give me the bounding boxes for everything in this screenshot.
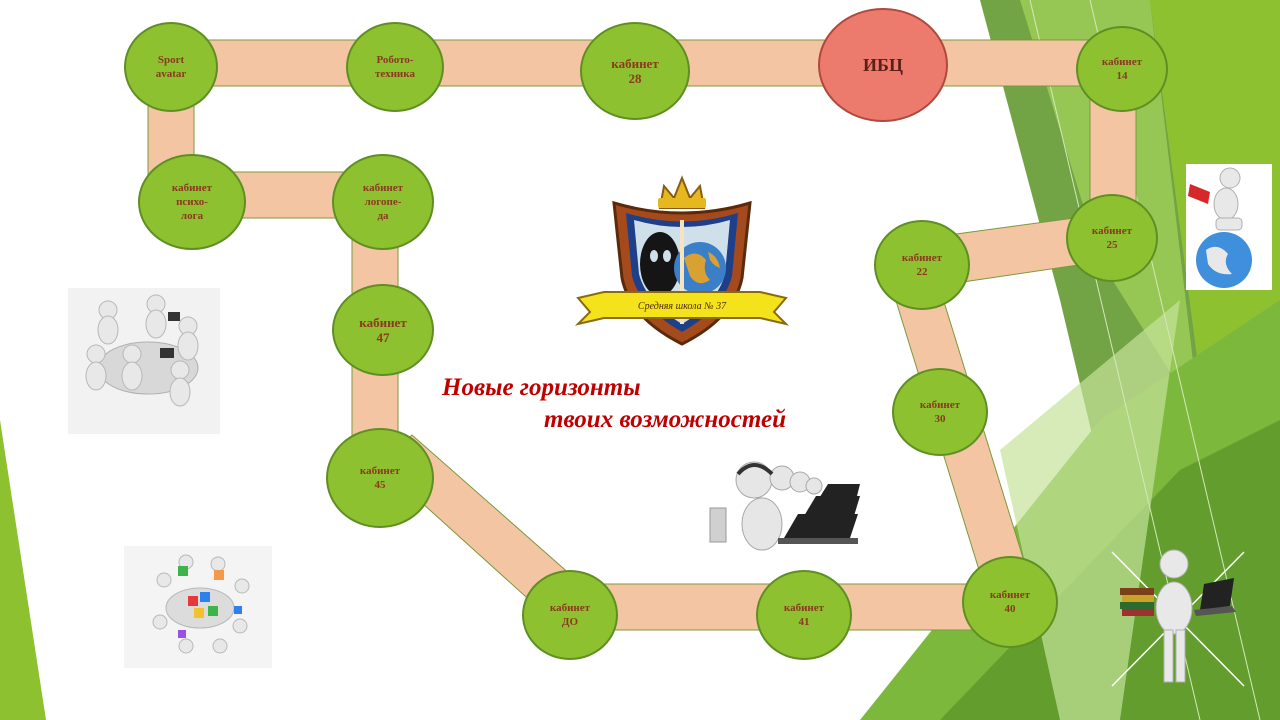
node-room-40[interactable]: кабинет 40 [962, 556, 1058, 648]
node-room-28[interactable]: кабинет 28 [580, 22, 690, 120]
node-psychologist[interactable]: кабинет психо- лога [138, 154, 246, 250]
books-icon [1120, 588, 1154, 616]
node-speech-therapist[interactable]: кабинет логопе- да [332, 154, 434, 250]
node-label: кабинет 40 [990, 588, 1030, 616]
node-robotics[interactable]: Робото- техника [346, 22, 444, 112]
call-center-illustration [704, 452, 862, 568]
node-label: кабинет ДО [550, 601, 590, 629]
node-label: кабинет 25 [1092, 224, 1132, 252]
theatre-mask-icon [640, 232, 680, 296]
meeting-table-illustration [68, 288, 220, 434]
node-label: кабинет психо- лога [172, 181, 212, 223]
slogan-line-1: Новые горизонты [442, 374, 641, 402]
puzzle-team-illustration [124, 546, 272, 668]
node-label: кабинет 45 [360, 464, 400, 492]
node-room-45[interactable]: кабинет 45 [326, 428, 434, 528]
node-sport-avatar[interactable]: Sport avatar [124, 22, 218, 112]
slogan-line-2: твоих возможностей [544, 406, 786, 434]
node-label: кабинет 22 [902, 251, 942, 279]
node-label: кабинет 30 [920, 398, 960, 426]
node-label: кабинет 14 [1102, 55, 1142, 83]
emblem-ribbon-text: Средняя школа № 37 [638, 301, 727, 312]
node-label: кабинет логопе- да [363, 181, 403, 223]
node-room-30[interactable]: кабинет 30 [892, 368, 988, 456]
node-label: кабинет 47 [359, 315, 406, 345]
node-label: Робото- техника [375, 53, 415, 81]
node-ibc[interactable]: ИБЦ [818, 8, 948, 122]
node-room-14[interactable]: кабинет 14 [1076, 26, 1168, 112]
node-room-22[interactable]: кабинет 22 [874, 220, 970, 310]
node-label: кабинет 28 [611, 56, 658, 86]
reader-globe-illustration [1186, 164, 1272, 290]
node-label: кабинет 41 [784, 601, 824, 629]
node-label: Sport avatar [156, 53, 187, 81]
school-emblem: Средняя школа № 37 [574, 168, 790, 358]
node-room-do[interactable]: кабинет ДО [522, 570, 618, 660]
node-label: ИБЦ [863, 58, 903, 72]
presenter-laptop-illustration [1108, 548, 1248, 690]
node-room-41[interactable]: кабинет 41 [756, 570, 852, 660]
node-room-47[interactable]: кабинет 47 [332, 284, 434, 376]
node-room-25[interactable]: кабинет 25 [1066, 194, 1158, 282]
